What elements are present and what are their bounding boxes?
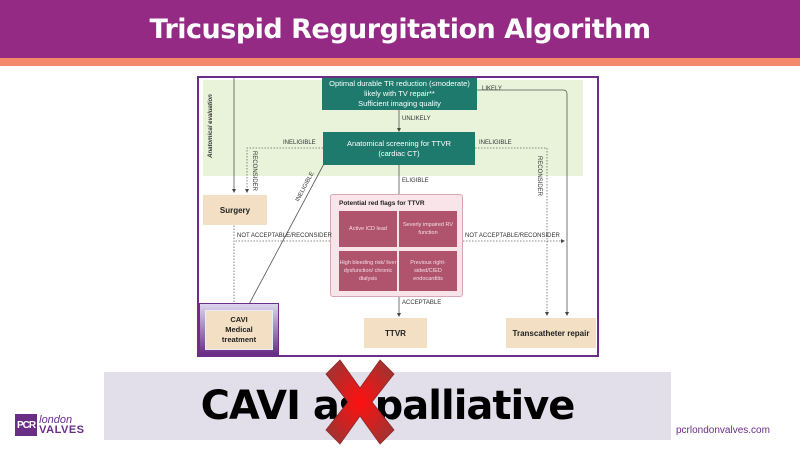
label-not-acceptable-right: NOT ACCEPTABLE/RECONSIDER <box>465 233 560 239</box>
red-x-icon <box>325 359 395 445</box>
red-flags-panel: Potential red flags for TTVR Active ICD … <box>330 194 463 297</box>
footer-url[interactable]: pcrlondonvalves.com <box>676 425 770 436</box>
red-flag-item: Active ICD lead <box>339 211 397 247</box>
label-ineligible-left: INELIGIBLE <box>283 140 316 146</box>
line-likely <box>443 89 569 316</box>
banner-text: CAVI as palliative <box>200 383 576 429</box>
node-optimal-durable-reduction: Optimal durable TR reduction (≤moderate)… <box>322 78 477 110</box>
label-eligible: ELIGIBLE <box>402 178 429 184</box>
label-reconsider-right: RECONSIDER <box>536 156 542 197</box>
node-cavi-medical-treatment: CAVI Medical treatment <box>205 310 273 350</box>
label-ineligible-right: INELIGIBLE <box>479 140 512 146</box>
slide-header: Tricuspid Regurgitation Algorithm <box>0 0 800 58</box>
label-reconsider-left: RECONSIDER <box>251 151 257 192</box>
label-not-acceptable-left: NOT ACCEPTABLE/RECONSIDER <box>237 233 332 239</box>
node-anatomical-screening: Anatomical screening for TTVR (cardiac C… <box>323 132 475 165</box>
pcr-london-valves-logo: PCR london VALVES <box>15 414 85 436</box>
slide-title: Tricuspid Regurgitation Algorithm <box>149 13 652 45</box>
line-ineligible-left <box>245 147 323 193</box>
node-transcatheter-repair: Transcatheter repair <box>506 318 596 348</box>
cavi-highlight-frame: CAVI Medical treatment <box>199 303 279 355</box>
algorithm-diagram: Anatomical evaluation Optimal durable TR… <box>197 76 599 357</box>
logo-london: london <box>39 414 73 426</box>
red-flag-item: Severly impaired RV function <box>399 211 457 247</box>
node-ttvr: TTVR <box>364 318 427 348</box>
line-ineligible-diag <box>246 159 327 310</box>
red-flags-title: Potential red flags for TTVR <box>339 200 425 207</box>
line-ineligible-right <box>475 147 549 316</box>
red-flag-item: High bleeding risk/ liver dysfunction/ c… <box>339 251 397 291</box>
logo-pcr: PCR <box>15 414 38 436</box>
red-flag-item: Previous right-sided/CIED endocarditis <box>399 251 457 291</box>
label-likely: LIKELY <box>482 86 502 92</box>
label-unlikely: UNLIKELY <box>402 116 431 122</box>
label-acceptable: ACCEPTABLE <box>402 300 442 306</box>
logo-valves: VALVES <box>39 424 85 436</box>
node-surgery: Surgery <box>203 195 267 225</box>
connector-lines <box>232 78 569 317</box>
header-stripe <box>0 58 800 66</box>
